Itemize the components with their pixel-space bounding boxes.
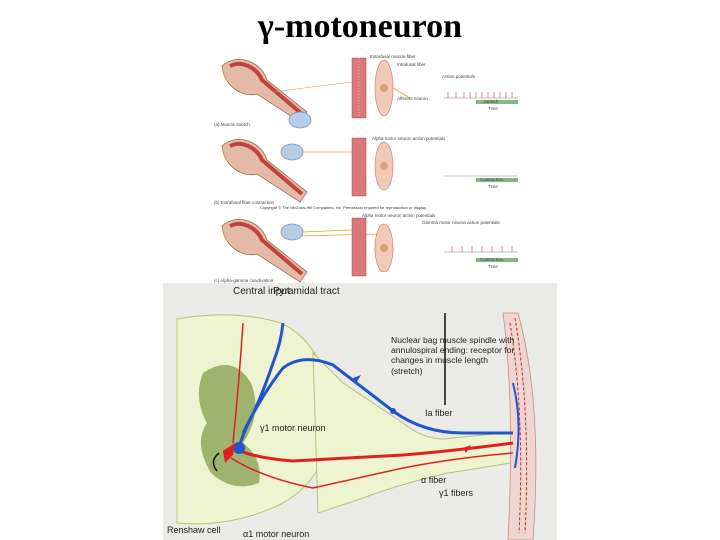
row3-caption: (c) Alpha-gamma coactivation: [214, 278, 274, 283]
label-alpha-motor-neuron: α1 motor neuron: [243, 529, 309, 539]
row1-label-1: Intrafusal fiber: [397, 62, 426, 67]
extrafusal-fiber: [351, 217, 367, 277]
alpha-motor-neuron-soma: [223, 443, 235, 463]
row1-label-0: Extrafusal muscle fiber: [370, 54, 416, 59]
row1-label-2: Afferent neuron: [397, 96, 428, 101]
arm-illustration: [221, 139, 308, 203]
label-gamma-fibers: γ1 fibers: [439, 488, 474, 498]
row-extrafusal-contraction: Alpha motor neuron action potentials Con…: [214, 136, 518, 205]
action-potential-trace: [444, 92, 518, 99]
row2-label-2: Time: [488, 184, 498, 189]
label-pyramidal-tract: Pyramidal tract: [273, 286, 340, 297]
muscle: [502, 312, 537, 540]
row3-label-0: Alpha motor neuron action potentials: [362, 213, 436, 218]
muscle-spindle: [512, 382, 520, 469]
row2-caption: (b) Extrafusal fiber contraction: [214, 200, 275, 205]
row-alpha-gamma-coactivation: Alpha motor neuron action potentials Gam…: [214, 213, 518, 283]
gamma-motor-neuron-soma: [233, 442, 245, 454]
extrafusal-fiber: [351, 137, 367, 197]
action-potential-trace: [444, 246, 518, 253]
arm-illustration: [221, 219, 308, 283]
row1-label-5: Time: [488, 106, 498, 111]
central-input-line: [232, 322, 244, 444]
row3-label-1: Gamma motor neuron action potentials: [422, 220, 501, 225]
ia-ganglion: [390, 408, 396, 414]
spinal-cord-section: [176, 314, 332, 525]
label-gamma-motor-neuron: γ1 motor neuron: [260, 423, 326, 433]
gamma-reflex-diagram: Central input Pyramidal tract Nuclear ba…: [163, 283, 557, 540]
label-central-input-text: Central input: [233, 286, 290, 297]
arm-illustration: [221, 59, 308, 123]
spinal-nerve: [312, 351, 524, 514]
label-central-input: Central input: [233, 286, 290, 297]
page-title: γ-motoneuron: [257, 8, 463, 45]
ia-fiber-line: [241, 358, 513, 435]
row3-label-2: Contraction: [480, 257, 504, 262]
renshaw-cell-icon: [212, 452, 220, 472]
copyright-notice: Copyright © The McGraw-Hill Companies, I…: [260, 205, 427, 210]
label-ia-fiber: Ia fiber: [425, 408, 453, 418]
muscle-spindle-figure: Extrafusal muscle fiber Intrafusal fiber…: [212, 52, 530, 284]
spinal-cord-icon: [288, 111, 312, 129]
row1-label-3: Action potentials: [442, 74, 476, 79]
label-renshaw-cell: Renshaw cell: [167, 525, 221, 535]
row1-label-4: Stretch: [484, 99, 499, 104]
label-alpha-fiber: α fiber: [421, 475, 446, 485]
gamma-fiber-line: [230, 452, 514, 489]
grey-matter: [198, 365, 260, 487]
label-spindle-box: Nuclear bag muscle spindle with annulosp…: [391, 335, 515, 376]
row3-label-3: Time: [488, 264, 498, 269]
spinal-cord-icon: [280, 223, 304, 241]
row2-label-1: Contraction: [480, 177, 504, 182]
row2-label-0: Alpha motor neuron action potentials: [372, 136, 446, 141]
row1-caption: (a) Muscle stretch: [214, 122, 250, 127]
spinal-cord-icon: [280, 143, 304, 161]
label-spindle: Nuclear bag muscle spindle with annulosp…: [391, 335, 515, 376]
row-muscle-stretch: Extrafusal muscle fiber Intrafusal fiber…: [214, 54, 518, 129]
alpha-fiber-line: [232, 441, 514, 463]
